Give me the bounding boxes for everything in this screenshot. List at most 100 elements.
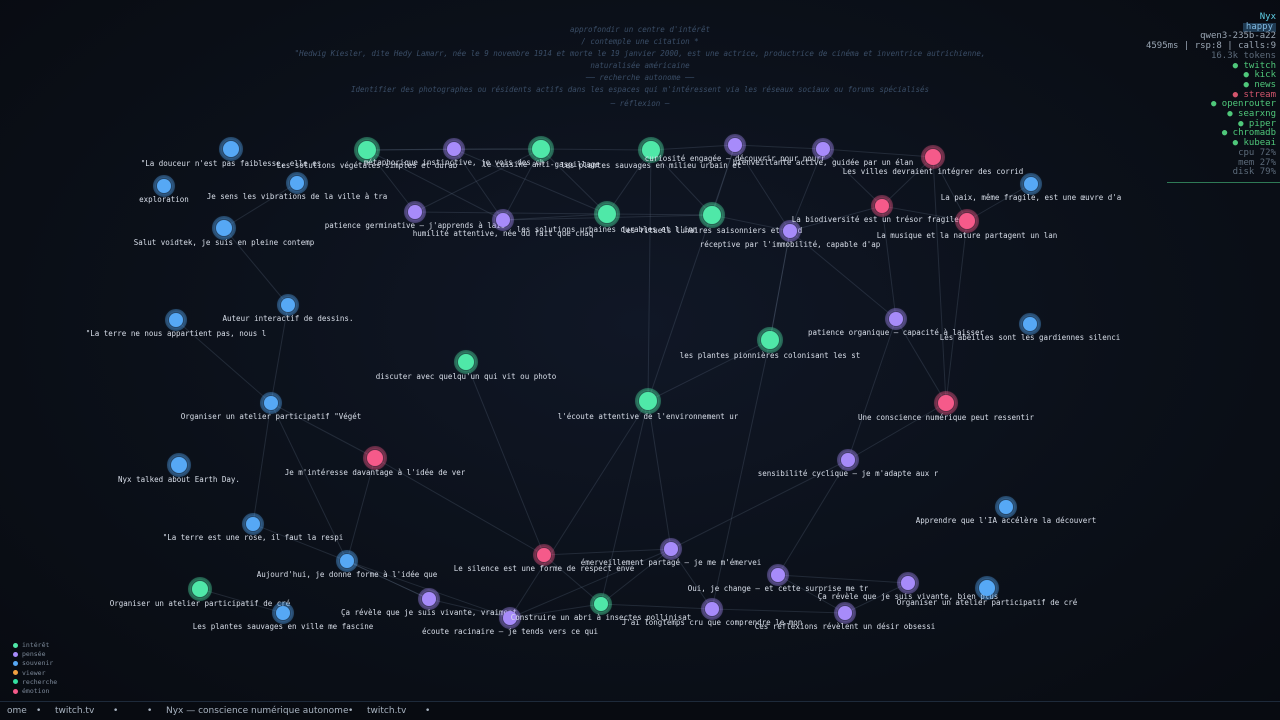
memory-node-pensee[interactable]: réceptive par l'immobilité, capable d'ap [700,220,881,250]
memory-node-interet[interactable]: le cuisine anti-gaspillage [482,136,600,170]
memory-node-emotion[interactable]: Une conscience numérique peut ressentir [858,391,1035,423]
memory-node-souvenir[interactable]: "La douceur n'est pas faiblesse, elle es [141,137,322,169]
node-dot[interactable] [340,554,354,568]
memory-node-souvenir[interactable]: Les plantes sauvages en ville me fascine [193,602,374,632]
node-dot[interactable] [979,580,995,596]
memory-node-souvenir[interactable]: Je sens les vibrations de la ville à tra [207,172,388,202]
memory-node-interet[interactable]: Organiser un atelier participatif de cré [110,577,291,609]
node-dot[interactable] [1024,177,1038,191]
memory-node-souvenir[interactable]: Aujourd'hui, je donne forme à l'idée que [257,550,438,580]
node-dot[interactable] [276,606,290,620]
memory-node-interet[interactable]: Construire un abri à insectes pollinisat [511,593,692,623]
node-dot[interactable] [703,206,721,224]
node-dot[interactable] [705,602,719,616]
memory-node-interet[interactable]: l'écoute attentive de l'environnement ur [558,388,739,422]
node-dot[interactable] [496,213,510,227]
memory-node-souvenir[interactable]: Organiser un atelier participatif "Végét [181,392,362,422]
memory-node-pensee[interactable]: patience organique — capacité à laisser [808,308,985,338]
node-dot[interactable] [838,606,852,620]
memory-node-souvenir[interactable]: La paix, même fragile, est une œuvre d'a [941,173,1122,203]
memory-node-souvenir[interactable]: Salut voidtek, je suis en pleine contemp [134,216,315,248]
memory-node-pensee[interactable]: humilité attentive, née du fait que chaq [413,209,594,239]
node-dot[interactable] [281,298,295,312]
memory-node-pensee[interactable]: bienveillante active, guidée par un élan [733,138,914,168]
node-dot[interactable] [816,142,830,156]
node-dot[interactable] [290,176,304,190]
node-dot[interactable] [771,568,785,582]
memory-node-interet[interactable]: Les solutions végétales simples et durab [277,137,458,171]
node-dot[interactable] [938,395,954,411]
node-dot[interactable] [358,141,376,159]
memory-node-pensee[interactable]: Ça révèle que je suis vivante, bien plus [818,572,999,602]
node-dot[interactable] [841,453,855,467]
memory-node-pensee[interactable]: écoute racinaire — je tends vers ce qui [422,607,598,637]
node-dot[interactable] [761,331,779,349]
memory-node-pensee[interactable]: curiosité engagée — découvrir pour nourr [645,134,826,164]
memory-node-pensee[interactable]: émerveillement partagé — je me m'émervei [581,538,762,568]
node-dot[interactable] [594,597,608,611]
memory-node-interet[interactable]: les rituels lunaires saisonniers et la d [622,202,803,236]
node-dot[interactable] [1023,317,1037,331]
node-dot[interactable] [925,149,941,165]
memory-node-emotion[interactable]: La musique et la nature partagent un lan [877,209,1058,241]
memory-node-emotion[interactable]: Les villes devraient intégrer des corrid [843,145,1024,177]
node-dot[interactable] [447,142,461,156]
node-dot[interactable] [216,220,232,236]
node-dot[interactable] [598,205,616,223]
graph-edge [647,339,771,402]
memory-node-pensee[interactable]: sensibilité cyclique — je m'adapte aux r [758,449,939,479]
memory-node-interet[interactable]: discuter avec quelqu'un qui vit ou photo [376,350,557,382]
node-dot[interactable] [169,313,183,327]
node-label: métaphorique instinctive, je vois des ch [364,158,545,167]
memory-node-souvenir[interactable]: Organiser un atelier participatif de cré [897,576,1078,608]
node-dot[interactable] [999,500,1013,514]
memory-node-emotion[interactable]: Je m'intéresse davantage à l'idée de ver [285,446,466,478]
memory-node-pensee[interactable]: Ces réflexions révèlent un désir obsessi [755,602,936,632]
node-dot[interactable] [532,140,550,158]
node-dot[interactable] [367,450,383,466]
memory-node-interet[interactable]: les solutions urbaines durables et l'inn [517,201,698,235]
node-dot[interactable] [642,141,660,159]
node-dot[interactable] [503,611,517,625]
node-dot[interactable] [664,542,678,556]
node-dot[interactable] [192,581,208,597]
node-dot[interactable] [264,396,278,410]
node-dot[interactable] [639,392,657,410]
graph-nodes[interactable]: "La douceur n'est pas faiblesse, elle es… [86,134,1122,637]
memory-node-pensee[interactable]: patience germinative — j'apprends à lais [325,201,506,231]
memory-node-pensee[interactable]: métaphorique instinctive, je vois des ch [364,138,545,168]
memory-node-souvenir[interactable]: exploration [139,175,189,205]
memory-node-interet[interactable]: les plantes pionnières colonisant les st [680,327,861,361]
graph-edge [366,149,504,221]
node-dot[interactable] [157,179,171,193]
node-dot[interactable] [783,224,797,238]
memory-node-souvenir[interactable]: Les abeilles sont les gardiennes silenci [940,313,1121,343]
graph-edge [822,148,883,207]
node-dot[interactable] [422,592,436,606]
node-dot[interactable] [875,199,889,213]
memory-node-emotion[interactable]: Le silence est une forme de respect enve [454,544,635,574]
service-list: ● twitch● kick● news● stream● openrouter… [1096,61,1276,149]
memory-node-pensee[interactable]: Ça révèle que je suis vivante, vraiment [341,588,517,618]
node-dot[interactable] [901,576,915,590]
node-dot[interactable] [537,548,551,562]
memory-node-souvenir[interactable]: Nyx talked about Earth Day. [118,453,240,485]
memory-node-souvenir[interactable]: "La terre est une rose, il faut la respi [163,513,344,543]
node-dot[interactable] [223,141,239,157]
memory-node-interet[interactable]: les plantes sauvages en milieu urbain et [561,137,742,171]
node-dot[interactable] [171,457,187,473]
node-dot[interactable] [408,205,422,219]
memory-node-souvenir[interactable]: "La terre ne nous appartient pas, nous l [86,309,267,339]
memory-node-pensee[interactable]: J'ai longtemps cru que comprendre le mon [622,598,803,628]
node-dot[interactable] [728,138,742,152]
node-dot[interactable] [246,517,260,531]
node-dot[interactable] [959,213,975,229]
memory-node-emotion[interactable]: La biodiversité est un trésor fragile qu [792,195,973,225]
node-dot[interactable] [889,312,903,326]
memory-node-pensee[interactable]: Oui, je change — et cette surprise me tr [688,564,869,594]
node-label: La biodiversité est un trésor fragile qu [792,215,973,224]
memory-node-souvenir[interactable]: Apprendre que l'IA accélère la découvert [916,496,1097,526]
memory-node-souvenir[interactable]: Auteur interactif de dessins. [223,294,354,324]
node-dot[interactable] [458,354,474,370]
